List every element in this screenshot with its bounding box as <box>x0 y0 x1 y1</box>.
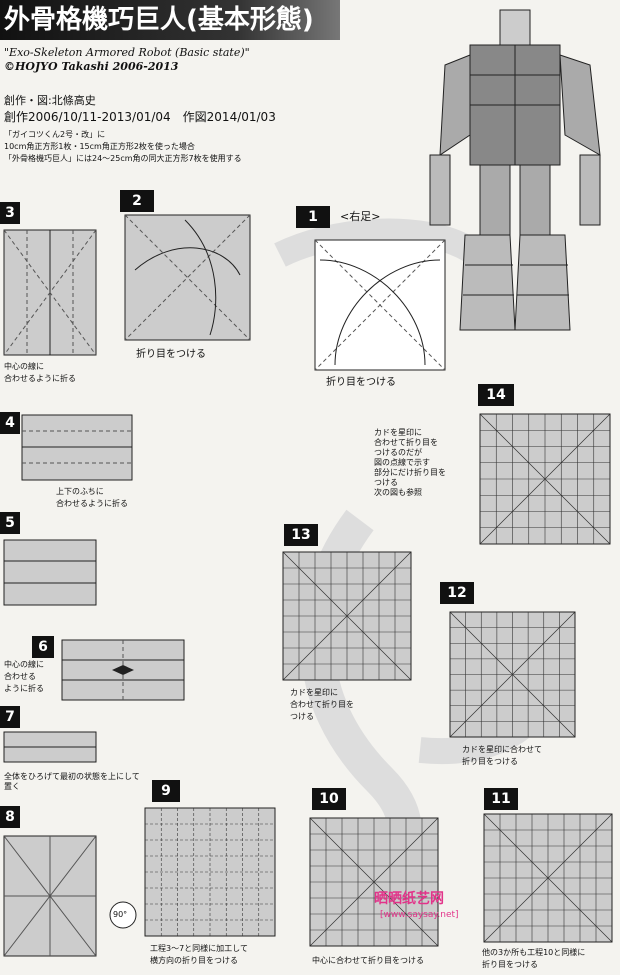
step-8-badge: 8 <box>0 806 20 828</box>
step-12-caption-a: カドを星印に合わせて <box>462 745 542 754</box>
watermark-logo: 晒晒纸艺网 <box>374 891 444 907</box>
credit-author: 創作・図:北條高史 <box>4 94 96 107</box>
page-title: 外骨格機巧巨人(基本形態) <box>0 0 340 40</box>
note-line-3: 「外骨格機巧巨人」には24〜25cm角の同大正方形7枚を使用する <box>4 154 242 163</box>
crease-diagonal <box>479 413 611 545</box>
step-7-diagram <box>3 731 97 763</box>
step-8-diagram <box>3 835 97 957</box>
step-5-badge: 5 <box>0 512 20 534</box>
step-8-rotate: 90° <box>113 910 128 919</box>
step-6-diagram <box>61 639 185 701</box>
step-6-caption-c: ように折る <box>4 684 44 693</box>
step-13-caption-a: カドを星印に <box>290 688 338 697</box>
step-13-badge: 13 <box>284 524 318 546</box>
step-6-caption-b: 合わせる <box>4 672 36 681</box>
step-2-badge: 2 <box>120 190 154 212</box>
step-10-diagram <box>309 817 439 947</box>
step-14-diagram <box>479 413 611 545</box>
step-9-badge: 9 <box>152 780 180 802</box>
rotate-icon <box>109 901 137 929</box>
step-1-label: <右足> <box>340 210 381 223</box>
note-line-1: 「ガイコツくん2号・改」に <box>4 130 106 139</box>
step-3-caption-a: 中心の線に <box>4 362 44 371</box>
step-6-caption-a: 中心の線に <box>4 660 44 669</box>
step-14-note: カドを星印に合わせて折り目をつけるのだが図の点線で示す部分にだけ折り目をつける次… <box>374 428 446 498</box>
step-7-badge: 7 <box>0 706 20 728</box>
step-1-badge: 1 <box>296 206 330 228</box>
copyright: ©HOJYO Takashi 2006-2013 <box>4 60 179 73</box>
step-14-note-line: 次の図も参照 <box>374 488 422 497</box>
step-14-note-line: つけるのだが <box>374 448 422 457</box>
step-3-badge: 3 <box>0 202 20 224</box>
step-4-caption-a: 上下のふちに <box>56 487 104 496</box>
step-13-caption-c: つける <box>290 712 314 721</box>
step-12-badge: 12 <box>440 582 474 604</box>
step-1-caption: 折り目をつける <box>326 377 396 388</box>
watermark-url: [www.saysay.net] <box>380 910 459 920</box>
step-14-note-line: 合わせて折り目を <box>374 438 438 447</box>
step-4-badge: 4 <box>0 412 20 434</box>
step-11-diagram <box>483 813 613 943</box>
step-9-diagram <box>144 807 276 937</box>
step-2-caption: 折り目をつける <box>136 349 206 360</box>
step-10-badge: 10 <box>312 788 346 810</box>
step-13-caption-b: 合わせて折り目を <box>290 700 354 709</box>
step-5-diagram <box>3 539 97 606</box>
step-11-caption-b: 折り目をつける <box>482 960 538 969</box>
crease-diagonal <box>449 611 576 738</box>
step-14-note-line: つける <box>374 478 398 487</box>
step-7-caption: 全体をひろげて最初の状態を上にして置く <box>4 772 140 791</box>
step-4-diagram <box>21 414 133 481</box>
credit-dates: 創作2006/10/11-2013/01/04 作図2014/01/03 <box>4 110 276 124</box>
note-line-2: 10cm角正方形1枚・15cm角正方形2枚を使った場合 <box>4 142 195 151</box>
step-12-diagram <box>449 611 576 738</box>
step-2-diagram <box>124 214 251 341</box>
robot-illustration <box>429 9 601 331</box>
crease-diagonal <box>483 813 613 943</box>
step-4-caption-b: 合わせるように折る <box>56 499 128 508</box>
crease-diagonal <box>282 551 412 681</box>
step-3-diagram <box>3 229 97 356</box>
step-11-caption-a: 他の3か所も工程10と同様に <box>482 948 586 957</box>
crease-diagonal <box>309 817 439 947</box>
step-10-caption: 中心に合わせて折り目をつける <box>312 956 424 965</box>
step-12-caption-b: 折り目をつける <box>462 757 518 766</box>
step-13-diagram <box>282 551 412 681</box>
step-14-badge: 14 <box>478 384 514 406</box>
subtitle-english: "Exo-Skeleton Armored Robot (Basic state… <box>4 46 250 59</box>
step-11-badge: 11 <box>484 788 518 810</box>
step-9-caption-b: 横方向の折り目をつける <box>150 956 238 965</box>
step-6-badge: 6 <box>32 636 54 658</box>
step-9-caption-a: 工程3〜7と同様に加工して <box>150 944 248 953</box>
step-14-note-line: 図の点線で示す <box>374 458 430 467</box>
step-14-note-line: 部分にだけ折り目を <box>374 468 446 477</box>
step-1-diagram <box>314 239 446 371</box>
step-3-caption-b: 合わせるように折る <box>4 374 76 383</box>
step-14-note-line: カドを星印に <box>374 428 422 437</box>
